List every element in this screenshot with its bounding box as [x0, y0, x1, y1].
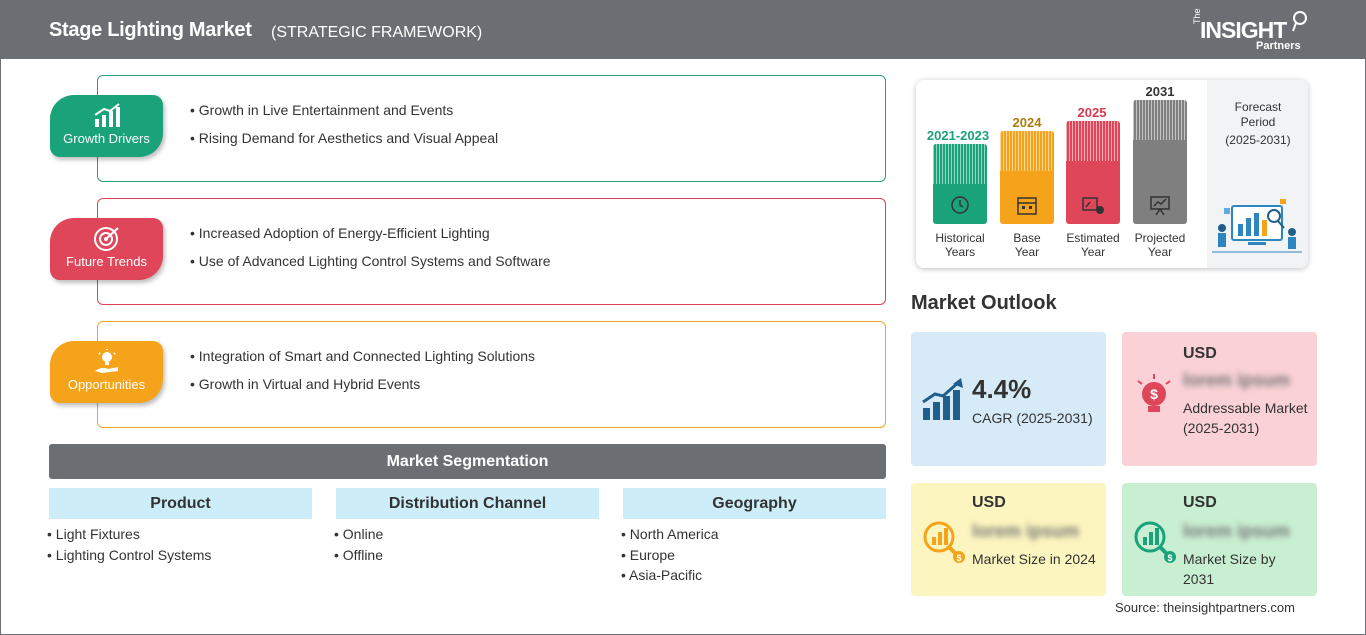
future-trends-badge: Future Trends — [50, 218, 163, 280]
page-subtitle: (STRATEGIC FRAMEWORK) — [271, 24, 483, 41]
growth-drivers-badge: Growth Drivers — [50, 95, 163, 157]
list-item: Integration of Smart and Connected Light… — [190, 342, 535, 370]
historical-bar — [933, 144, 987, 224]
header-bar: Stage Lighting Market (STRATEGIC FRAMEWO… — [0, 0, 1366, 59]
growth-drivers-box: Growth in Live Entertainment and Events … — [97, 75, 886, 182]
analytics-illustration-icon — [1212, 199, 1302, 253]
list-item: Rising Demand for Aesthetics and Visual … — [190, 124, 498, 152]
segment-heading-product: Product — [49, 488, 312, 519]
redacted-value: lorem ipsum — [1183, 370, 1291, 390]
list-item: Light Fixtures — [47, 524, 211, 545]
list-item: Offline — [334, 545, 383, 566]
segment-list-distribution: Online Offline — [334, 524, 383, 565]
magnifier-chart-icon: $ — [923, 521, 965, 563]
segment-list-geography: North America Europe Asia-Pacific — [621, 524, 719, 586]
market-outlook-title: Market Outlook — [911, 292, 1057, 314]
list-item: Online — [334, 524, 383, 545]
cagr-value: 4.4% — [972, 374, 1032, 404]
addressable-label: Addressable Market (2025-2031) — [1183, 400, 1308, 436]
market-size-2031-label: Market Size by 2031 — [1183, 551, 1276, 587]
growth-bars-icon — [93, 103, 120, 127]
insight-partners-logo: The INSIGHT Partners — [1192, 8, 1312, 54]
svg-text:$: $ — [956, 553, 961, 563]
calendar-icon — [1017, 197, 1037, 215]
market-size-2024-card: $ USD lorem ipsum Market Size in 2024 — [911, 483, 1106, 596]
list-item: Growth in Live Entertainment and Events — [190, 96, 498, 124]
estimate-chart-icon — [1082, 197, 1104, 214]
growth-chart-icon — [922, 378, 963, 420]
list-item: Europe — [621, 545, 719, 566]
segment-heading-distribution: Distribution Channel — [336, 488, 599, 519]
list-item: North America — [621, 524, 719, 545]
cagr-card: 4.4% CAGR (2025-2031) — [911, 332, 1106, 466]
redacted-value: lorem ipsum — [972, 521, 1080, 541]
projected-year-bar — [1133, 100, 1187, 224]
addressable-market-card: $ USD lorem ipsum Addressable Market (20… — [1122, 332, 1317, 466]
segmentation-title: Market Segmentation — [49, 444, 886, 479]
redacted-value: lorem ipsum — [1183, 521, 1291, 541]
year-label: 2024 — [1012, 115, 1042, 130]
opportunities-box: Integration of Smart and Connected Light… — [97, 321, 886, 428]
future-trends-box: Increased Adoption of Energy-Efficient L… — [97, 198, 886, 305]
segment-heading-geography: Geography — [623, 488, 886, 519]
year-label: 2021-2023 — [926, 128, 990, 143]
year-label: 2031 — [1145, 84, 1175, 99]
history-icon — [951, 196, 969, 214]
market-size-2031-card: $ USD lorem ipsum Market Size by 2031 — [1122, 483, 1317, 596]
currency-label: USD — [972, 494, 1006, 511]
dollar-bulb-icon: $ — [1137, 374, 1171, 412]
opportunities-badge: Opportunities — [50, 341, 163, 403]
list-item: Asia-Pacific — [621, 565, 719, 586]
estimated-year-bar — [1066, 121, 1120, 224]
svg-text:$: $ — [1167, 553, 1172, 563]
badge-label: Future Trends — [66, 254, 147, 269]
base-year-bar — [1000, 131, 1054, 224]
list-item: Growth in Virtual and Hybrid Events — [190, 370, 535, 398]
list-item: Use of Advanced Lighting Control Systems… — [190, 247, 551, 275]
cagr-label: CAGR (2025-2031) — [972, 410, 1093, 426]
magnifier-chart-icon: $ — [1134, 521, 1176, 563]
badge-label: Opportunities — [67, 377, 146, 392]
currency-label: USD — [1183, 345, 1217, 362]
forecast-period-range: (2025-2031) — [1225, 133, 1291, 147]
list-item: Lighting Control Systems — [47, 545, 212, 566]
source-link[interactable]: Source: theinsightpartners.com — [1115, 600, 1295, 615]
segment-list-product: Light Fixtures Lighting Control Systems — [47, 524, 212, 566]
lightbulb-hand-icon — [94, 349, 118, 373]
target-icon — [93, 227, 119, 251]
page-title: Stage Lighting Market — [49, 19, 252, 41]
market-size-2024-label: Market Size in 2024 — [972, 551, 1096, 567]
badge-label: Growth Drivers — [63, 131, 150, 146]
currency-label: USD — [1183, 494, 1217, 511]
svg-text:$: $ — [1150, 386, 1158, 402]
list-item: Increased Adoption of Energy-Efficient L… — [190, 219, 551, 247]
year-label: 2025 — [1077, 105, 1107, 120]
presentation-icon — [1150, 196, 1170, 216]
logo-swoosh-icon — [1292, 11, 1307, 32]
forecast-period-title: Forecast Period — [1234, 100, 1282, 129]
